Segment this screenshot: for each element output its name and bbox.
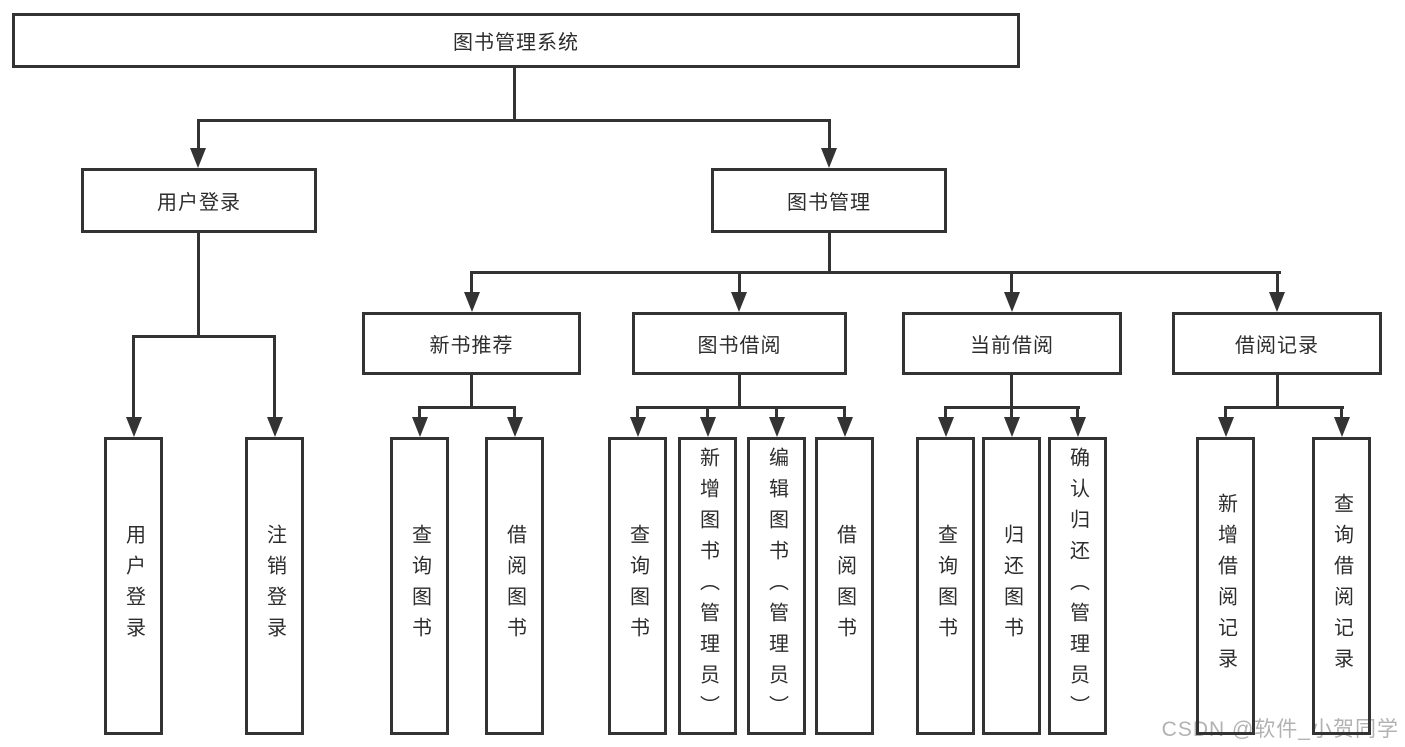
connector-line (1010, 406, 1013, 420)
leaf-br-add-record: 新增借阅记录 (1196, 437, 1255, 735)
connector-line (1010, 375, 1013, 408)
leaf-nbr-query-books: 查询图书 (390, 437, 449, 735)
connector-line (1276, 375, 1279, 408)
connector-line (418, 406, 516, 409)
node-label: 确认归还（管理员） (1066, 446, 1089, 726)
connector-line (513, 406, 516, 420)
node-borrow-records: 借阅记录 (1172, 312, 1382, 375)
arrow-down-icon (412, 417, 428, 437)
leaf-bb-borrow-books: 借阅图书 (815, 437, 874, 735)
node-label: 归还图书 (1000, 524, 1023, 648)
leaf-logout: 注销登录 (245, 437, 304, 735)
arrow-down-icon (464, 292, 480, 312)
connector-line (738, 271, 741, 293)
arrow-down-icon (1218, 417, 1234, 437)
arrow-down-icon (769, 417, 785, 437)
connector-line (418, 406, 421, 420)
node-label: 借阅图书 (833, 524, 856, 648)
node-label: 用户登录 (157, 192, 241, 214)
node-label: 注销登录 (263, 524, 286, 648)
connector-line (470, 375, 473, 408)
connector-line (1010, 271, 1013, 293)
arrow-down-icon (731, 292, 747, 312)
node-label: 查询图书 (934, 524, 957, 648)
connector-line (132, 335, 135, 418)
node-user-login: 用户登录 (81, 168, 317, 233)
arrow-down-icon (837, 417, 853, 437)
node-label: 查询图书 (408, 524, 431, 648)
leaf-br-query-record: 查询借阅记录 (1312, 437, 1371, 735)
connector-line (273, 335, 276, 418)
arrow-down-icon (938, 417, 954, 437)
arrow-down-icon (821, 148, 837, 168)
connector-line (1076, 406, 1079, 420)
node-label: 当前借阅 (970, 335, 1054, 357)
node-label: 新增借阅记录 (1214, 493, 1237, 679)
leaf-cb-return-books: 归还图书 (982, 437, 1041, 735)
node-label: 图书借阅 (697, 335, 782, 357)
connector-line (706, 406, 709, 420)
connector-line (775, 406, 778, 420)
connector-line (1276, 271, 1279, 293)
arrow-down-icon (126, 417, 142, 437)
node-current-borrow: 当前借阅 (902, 312, 1122, 375)
node-new-book-recommend: 新书推荐 (362, 312, 581, 375)
node-label: 查询借阅记录 (1330, 493, 1353, 679)
csdn-watermark: CSDN @软件_小贺同学 (1161, 718, 1399, 741)
connector-line (1224, 406, 1344, 409)
leaf-bb-add-book-admin: 新增图书（管理员） (678, 437, 737, 735)
connector-line (1224, 406, 1227, 420)
node-label: 用户登录 (122, 524, 145, 648)
arrow-down-icon (267, 417, 283, 437)
connector-line (132, 335, 275, 338)
arrow-down-icon (507, 417, 523, 437)
node-root: 图书管理系统 (12, 13, 1020, 68)
connector-line (197, 119, 200, 150)
node-label: 图书管理系统 (453, 32, 579, 54)
connector-line (828, 233, 831, 273)
connector-line (636, 406, 846, 409)
node-label: 新增图书（管理员） (696, 446, 719, 726)
connector-line (197, 233, 200, 336)
connector-line (470, 271, 1281, 274)
node-book-management: 图书管理 (711, 168, 947, 233)
node-label: 查询图书 (626, 524, 649, 648)
leaf-cb-query-books: 查询图书 (916, 437, 975, 735)
node-book-borrow: 图书借阅 (632, 312, 847, 375)
arrow-down-icon (190, 148, 206, 168)
connector-line (828, 119, 831, 150)
arrow-down-icon (1269, 292, 1285, 312)
connector-line (738, 375, 741, 408)
leaf-bb-edit-book-admin: 编辑图书（管理员） (747, 437, 806, 735)
node-label: 借阅记录 (1235, 335, 1319, 357)
leaf-bb-query-books: 查询图书 (608, 437, 667, 735)
connector-line (636, 406, 639, 420)
arrow-down-icon (700, 417, 716, 437)
connector-line (944, 406, 947, 420)
leaf-user-login: 用户登录 (104, 437, 163, 735)
node-label: 新书推荐 (429, 335, 514, 357)
connector-line (198, 119, 831, 122)
arrow-down-icon (1070, 417, 1086, 437)
leaf-nbr-borrow-books: 借阅图书 (485, 437, 544, 735)
node-label: 借阅图书 (503, 524, 526, 648)
arrow-down-icon (1334, 417, 1350, 437)
connector-line (1340, 406, 1343, 420)
node-label: 编辑图书（管理员） (765, 446, 788, 726)
node-label: 图书管理 (787, 192, 871, 214)
arrow-down-icon (630, 417, 646, 437)
arrow-down-icon (1004, 292, 1020, 312)
connector-line (470, 271, 473, 293)
connector-line (843, 406, 846, 420)
arrow-down-icon (1004, 417, 1020, 437)
leaf-cb-confirm-return-admin: 确认归还（管理员） (1048, 437, 1107, 735)
connector-line (513, 68, 516, 120)
